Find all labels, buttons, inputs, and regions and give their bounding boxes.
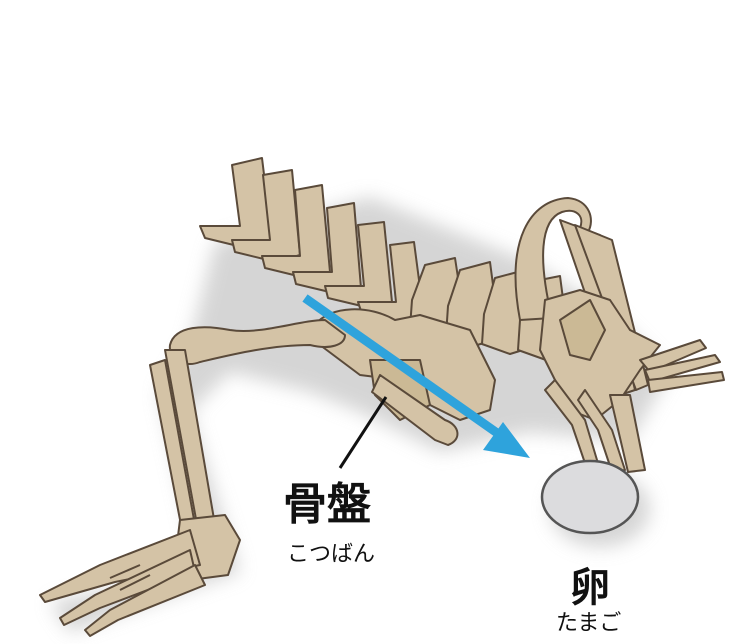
pelvis-reading: こつばん (287, 544, 375, 566)
pelvis-label: 骨盤 (283, 483, 371, 527)
skeleton (40, 158, 724, 636)
egg-reading: たまご (556, 613, 621, 635)
egg-icon (542, 461, 638, 533)
egg-label: 卵 (570, 568, 610, 608)
